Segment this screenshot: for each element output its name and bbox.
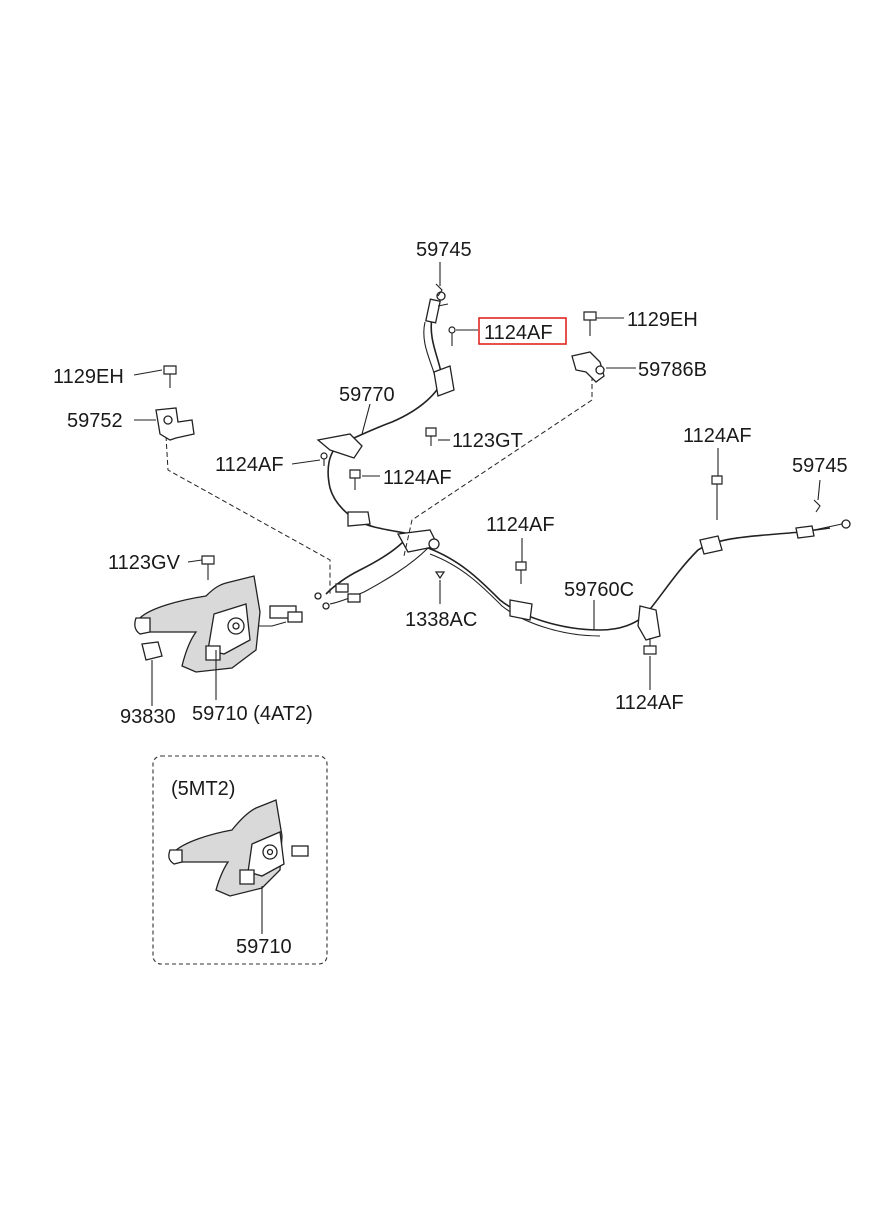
label-59770[interactable]: 59770 <box>339 384 395 406</box>
label-93830[interactable]: 93830 <box>120 706 176 728</box>
label-59745-right[interactable]: 59745 <box>792 455 848 477</box>
label-1124af-right[interactable]: 1124AF <box>683 425 752 447</box>
cable-front <box>314 529 440 610</box>
label-1124af-b[interactable]: 1124AF <box>383 467 452 489</box>
cable-59760c <box>427 519 851 641</box>
highlight-box <box>478 317 567 345</box>
variant-5mt2-box <box>152 755 328 965</box>
label-1129eh-right[interactable]: 1129EH <box>627 309 698 331</box>
label-59760c[interactable]: 59760C <box>564 579 634 601</box>
part-labels: 59745 1124AF 1129EH 59786B 1129EH 59770 … <box>53 239 848 958</box>
label-59745-top[interactable]: 59745 <box>416 239 472 261</box>
part-59752-bracket <box>155 407 195 441</box>
label-1124af-highlighted[interactable]: 1124AF <box>484 322 553 344</box>
lever-assembly-4at2 <box>134 575 303 673</box>
label-1123gv[interactable]: 1123GV <box>108 552 181 574</box>
label-1338ac[interactable]: 1338AC <box>405 609 477 631</box>
bolt-icons <box>141 283 821 661</box>
label-1124af-a[interactable]: 1124AF <box>215 454 284 476</box>
label-1124af-bottom[interactable]: 1124AF <box>615 692 684 714</box>
cable-59770 <box>316 291 455 535</box>
label-1124af-mid[interactable]: 1124AF <box>486 514 555 536</box>
part-59786b-bracket <box>571 351 605 383</box>
leader-lines <box>133 262 821 934</box>
label-59786b[interactable]: 59786B <box>638 359 707 381</box>
label-1129eh-left[interactable]: 1129EH <box>53 366 124 388</box>
label-59710-4at2[interactable]: 59710 (4AT2) <box>192 703 313 725</box>
label-1123gt[interactable]: 1123GT <box>452 430 523 452</box>
variant-title-5mt2: (5MT2) <box>171 778 235 800</box>
label-59752[interactable]: 59752 <box>67 410 123 432</box>
reference-lines <box>165 376 593 594</box>
lever-assembly-5mt2 <box>168 799 309 897</box>
label-59710-5mt2[interactable]: 59710 <box>236 936 292 958</box>
